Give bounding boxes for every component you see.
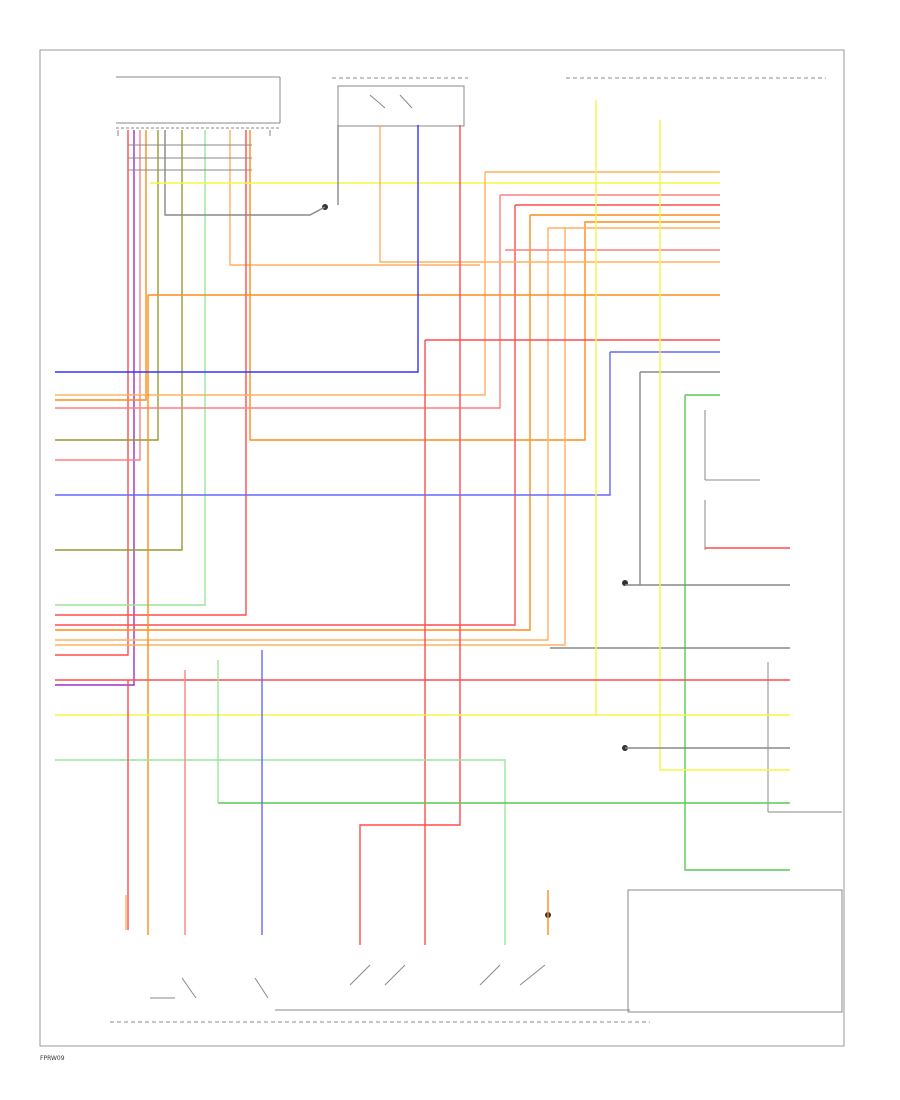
wire-light-orange-1: [229, 130, 480, 266]
wire-blue-relay: [55, 125, 419, 373]
wire-light-blue-2: [55, 352, 611, 496]
wire-green-mid-down: [684, 395, 790, 871]
wire-layer: [55, 100, 790, 945]
wire-red-1: [55, 130, 129, 656]
wire-gray-1: [164, 130, 326, 216]
wire-orange-1: [55, 130, 147, 401]
wire-yellow-hot-2: [659, 120, 790, 771]
wire-light-green-1: [55, 130, 206, 606]
wire-orange-2: [249, 130, 720, 441]
wire-light-green-long: [55, 759, 506, 945]
wire-light-orange-mid: [379, 125, 720, 263]
control-module-top: [116, 76, 281, 129]
wire-red-2: [55, 130, 247, 616]
switch-row-bottom: [110, 889, 843, 1023]
wire-olive-1: [55, 130, 159, 441]
footer-code: FPRW09: [40, 1055, 65, 1062]
wire-red-3: [55, 205, 516, 626]
connector-ticks: [117, 130, 271, 171]
ground-symbols: [322, 204, 628, 918]
wire-light-orange-4: [55, 228, 549, 641]
right-connector-block: [704, 410, 842, 813]
wire-red-relay: [359, 125, 461, 945]
wire-light-orange-5: [55, 228, 566, 646]
wire-orange-3: [55, 215, 531, 631]
relay-box-top: [332, 77, 468, 127]
diagram-frame: [39, 49, 845, 1047]
wire-light-orange-2: [55, 172, 486, 396]
wire-pink-3: [55, 195, 501, 409]
wire-olive-2: [55, 130, 183, 551]
wire-violet: [55, 130, 135, 686]
wire-pink-1: [55, 130, 141, 461]
